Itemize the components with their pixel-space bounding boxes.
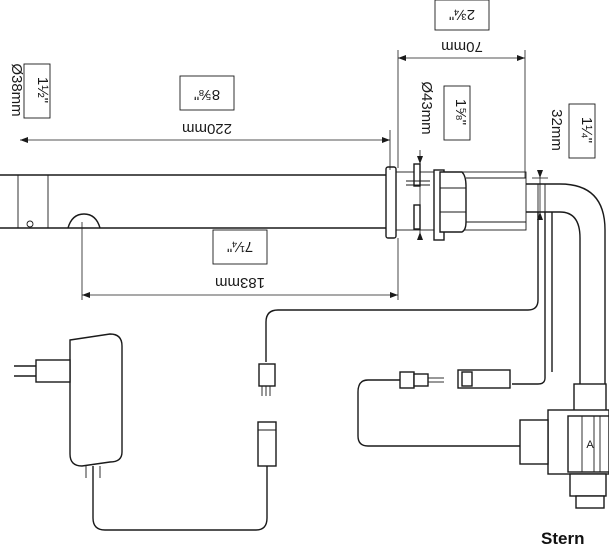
- label-32mm: 32mm: [548, 109, 565, 151]
- label-32-inch: 1¼": [578, 117, 595, 143]
- svg-text:A: A: [586, 439, 594, 451]
- dimension-183: [81, 222, 399, 300]
- solenoid-valve: A: [519, 383, 609, 509]
- power-adapter: [14, 333, 123, 478]
- spout-flange: [385, 166, 397, 239]
- dimension-70: [397, 50, 526, 178]
- label-dia-38mm: Ø38mm: [8, 63, 25, 116]
- label-220-inch: 8⅝": [194, 86, 220, 103]
- mounting-assembly: [395, 163, 527, 241]
- valve-connectors: [357, 369, 520, 447]
- brand-logo: Stern: [541, 529, 584, 548]
- cable-connector-female: [257, 421, 277, 470]
- dimension-220: [20, 130, 391, 170]
- supply-hose: [526, 183, 606, 388]
- label-70mm: 70mm: [441, 38, 483, 55]
- sensor-cable: [265, 212, 553, 385]
- label-dia-38-inch: 1½": [34, 77, 51, 103]
- dimension-dia-43: [417, 150, 423, 240]
- label-183-inch: 7¼": [227, 238, 253, 255]
- dimension-32: [532, 170, 548, 220]
- spout-body: [0, 174, 390, 229]
- label-183mm: 183mm: [215, 274, 265, 291]
- label-dia-43mm: Ø43mm: [418, 81, 435, 134]
- label-70-inch: 2¾": [449, 6, 475, 23]
- cable-connector-male: [258, 363, 276, 396]
- power-cable: [92, 466, 268, 531]
- label-dia-43-inch: 1⅝": [452, 99, 469, 125]
- label-220mm: 220mm: [182, 120, 232, 137]
